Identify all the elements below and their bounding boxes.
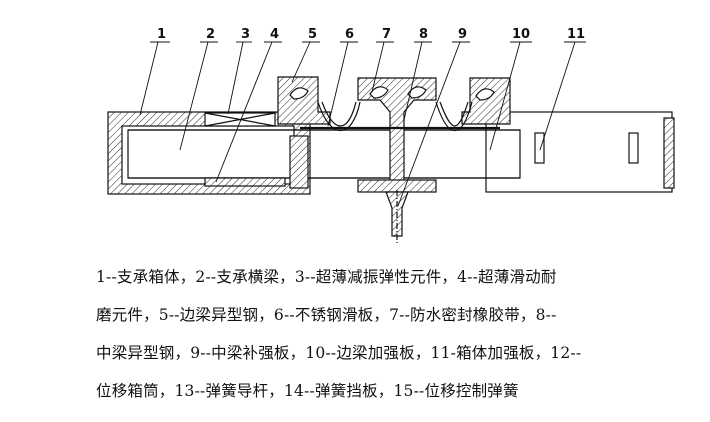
callout-4: 4 — [270, 27, 279, 42]
side-beam-profile-right — [461, 77, 511, 125]
leader-1 — [139, 41, 159, 116]
callout-1: 1 — [157, 27, 166, 42]
leader-2 — [179, 41, 209, 151]
legend-line-1: 1--支承箱体，2--支承横梁，3--超薄减振弹性元件，4--超薄滑动耐 — [96, 268, 557, 286]
leader-11 — [539, 41, 576, 151]
callout-3: 3 — [241, 27, 250, 42]
waterproof-seal-strips — [317, 101, 473, 132]
leader-9 — [397, 41, 461, 207]
leader-10 — [489, 41, 521, 151]
center-beam-profile — [357, 77, 437, 193]
leader-3 — [227, 41, 244, 115]
callout-5: 5 — [308, 27, 317, 42]
box-reinforcing-plate — [485, 111, 675, 193]
leader-5 — [291, 41, 311, 83]
sliding-wear-element — [204, 135, 309, 189]
center-beam-reinforcing-plate — [385, 190, 409, 245]
leader-6 — [327, 41, 349, 127]
callout-7: 7 — [382, 27, 391, 42]
leader-8 — [403, 41, 423, 121]
cross-section-drawing: 1 2 3 4 5 6 7 8 9 10 11 — [107, 27, 675, 245]
callout-2: 2 — [206, 27, 215, 42]
callout-9: 9 — [458, 27, 467, 42]
legend-line-2: 磨元件，5--边梁异型钢，6--不锈钢滑板，7--防水密封橡胶带，8-- — [96, 306, 557, 324]
leader-4 — [215, 41, 273, 183]
callout-8: 8 — [419, 27, 428, 42]
legend-line-4: 位移箱筒，13--弹簧导杆，14--弹簧挡板，15--位移控制弹簧 — [96, 382, 519, 400]
leader-7 — [371, 41, 385, 93]
side-beam-profile-left — [277, 76, 331, 125]
parts-legend: 1--支承箱体，2--支承横梁，3--超薄减振弹性元件，4--超薄滑动耐 磨元件… — [96, 258, 696, 410]
callout-6: 6 — [345, 27, 354, 42]
legend-line-3: 中梁异型钢，9--中梁补强板，10--边梁加强板，11-箱体加强板，12-- — [96, 344, 582, 362]
callout-10: 10 — [512, 27, 530, 42]
elastic-damping-element — [204, 112, 276, 127]
callout-11: 11 — [567, 27, 585, 42]
